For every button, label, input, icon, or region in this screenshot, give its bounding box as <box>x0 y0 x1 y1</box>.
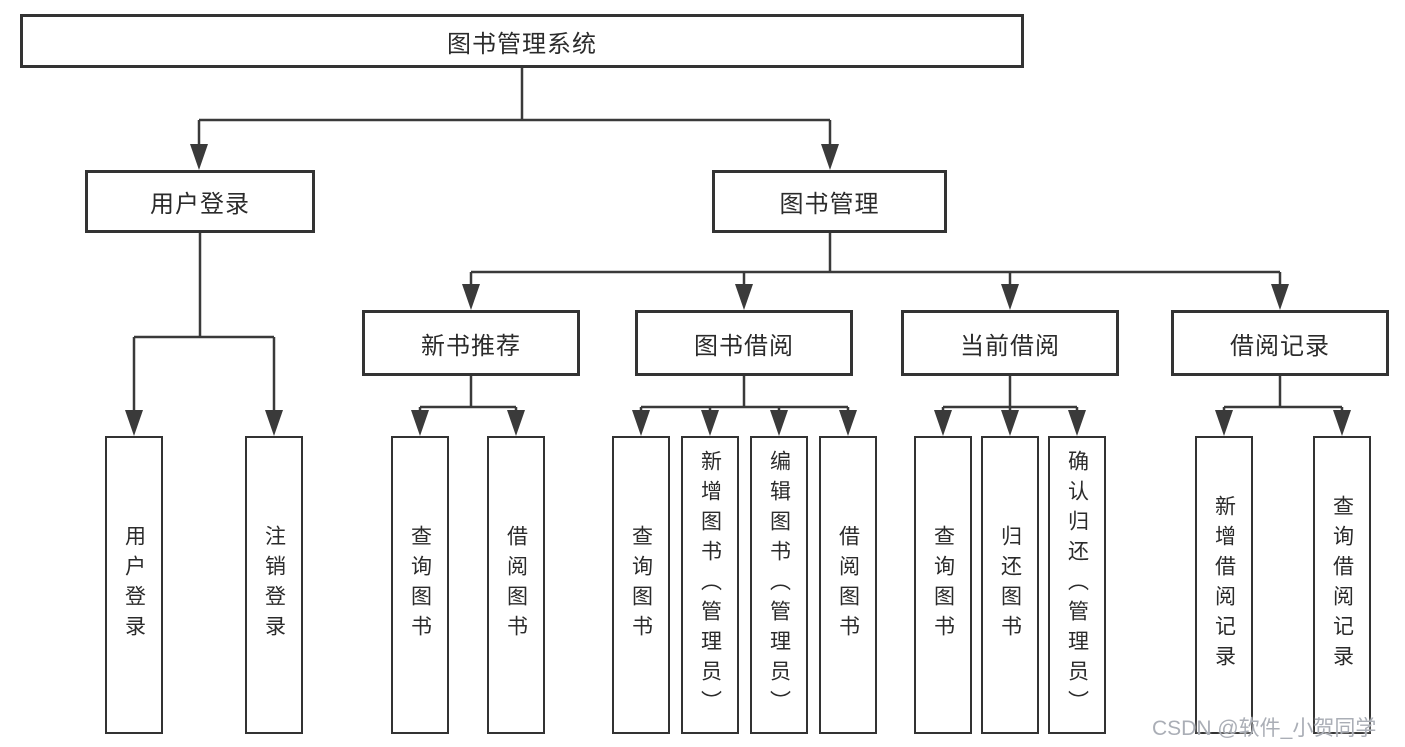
leaf-query-books-current: 查询图书 <box>914 436 972 734</box>
leaf-user-login-label: 用户登录 <box>122 525 146 645</box>
leaf-edit-book-admin-label: 编辑图书（管理员） <box>767 450 791 720</box>
leaf-borrow-books-borrowing-label: 借阅图书 <box>836 525 860 645</box>
watermark: CSDN @软件_小贺同学 <box>1152 717 1377 740</box>
leaf-add-book-admin-label: 新增图书（管理员） <box>698 450 722 720</box>
leaf-query-borrow-record-label: 查询借阅记录 <box>1330 495 1354 675</box>
node-borrowing-records-label: 借阅记录 <box>1230 332 1330 360</box>
leaf-edit-book-admin: 编辑图书（管理员） <box>750 436 808 734</box>
leaf-query-books-borrowing-label: 查询图书 <box>629 525 653 645</box>
node-library-system-label: 图书管理系统 <box>447 30 597 58</box>
leaf-add-borrow-record: 新增借阅记录 <box>1195 436 1253 734</box>
node-book-management: 图书管理 <box>712 170 947 233</box>
leaf-logout-label: 注销登录 <box>262 525 286 645</box>
node-new-book-recommendation: 新书推荐 <box>362 310 580 376</box>
leaf-query-books-borrowing: 查询图书 <box>612 436 670 734</box>
node-current-borrowing: 当前借阅 <box>901 310 1119 376</box>
leaf-query-books-recommend-label: 查询图书 <box>408 525 432 645</box>
node-borrowing-records: 借阅记录 <box>1171 310 1389 376</box>
leaf-add-book-admin: 新增图书（管理员） <box>681 436 739 734</box>
node-user-login-label: 用户登录 <box>150 191 250 218</box>
leaf-borrow-books-recommend: 借阅图书 <box>487 436 545 734</box>
node-user-login: 用户登录 <box>85 170 315 233</box>
node-book-management-label: 图书管理 <box>779 191 880 218</box>
leaf-confirm-return-admin: 确认归还（管理员） <box>1048 436 1106 734</box>
node-current-borrowing-label: 当前借阅 <box>960 332 1060 360</box>
leaf-return-book: 归还图书 <box>981 436 1039 734</box>
leaf-add-borrow-record-label: 新增借阅记录 <box>1212 495 1236 675</box>
leaf-borrow-books-borrowing: 借阅图书 <box>819 436 877 734</box>
node-new-book-recommendation-label: 新书推荐 <box>421 332 521 360</box>
node-library-system: 图书管理系统 <box>20 14 1024 68</box>
leaf-confirm-return-admin-label: 确认归还（管理员） <box>1065 450 1089 720</box>
leaf-query-borrow-record: 查询借阅记录 <box>1313 436 1371 734</box>
leaf-user-login: 用户登录 <box>105 436 163 734</box>
leaf-query-books-current-label: 查询图书 <box>931 525 955 645</box>
leaf-query-books-recommend: 查询图书 <box>391 436 449 734</box>
node-book-borrowing: 图书借阅 <box>635 310 853 376</box>
leaf-logout: 注销登录 <box>245 436 303 734</box>
node-book-borrowing-label: 图书借阅 <box>694 332 794 360</box>
leaf-borrow-books-recommend-label: 借阅图书 <box>504 525 528 645</box>
leaf-return-book-label: 归还图书 <box>998 525 1022 645</box>
